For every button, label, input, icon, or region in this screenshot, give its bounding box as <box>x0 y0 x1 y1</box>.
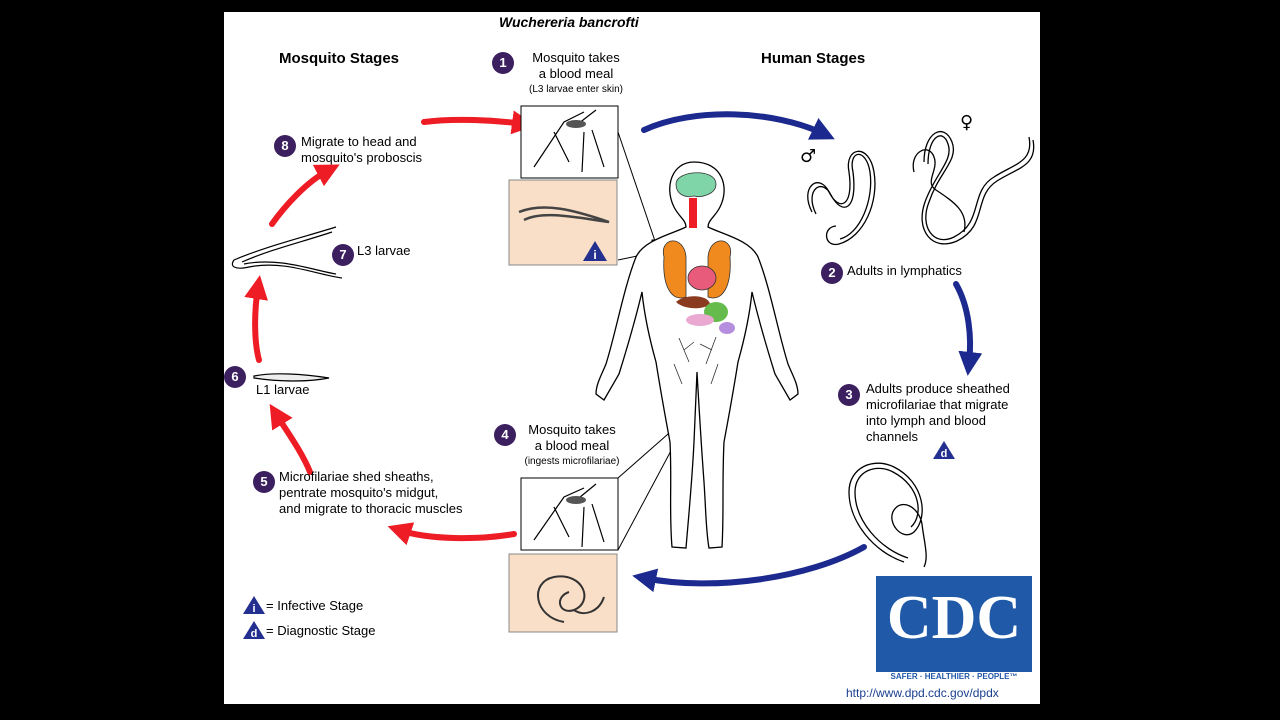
diagram-graphics <box>231 105 1035 684</box>
body-organs <box>662 172 735 385</box>
l3-larva <box>231 226 343 279</box>
cdc-logo <box>876 576 1032 684</box>
source-url: http://www.dpd.cdc.gov/dpdx <box>846 686 999 700</box>
legend-diagnostic-letter: d <box>251 628 258 640</box>
sheathed-microfilaria <box>848 462 927 568</box>
inset-mosquito-biting-1 <box>520 105 619 179</box>
step-3-label: Adults produce sheathed microfilariae th… <box>866 381 1010 445</box>
step-8-label: Migrate to head and mosquito's proboscis <box>301 134 422 166</box>
inset-infective-letter: i <box>593 248 596 262</box>
step-4-badge: 4 <box>494 424 516 446</box>
step-3-diagnostic-letter: d <box>941 448 948 460</box>
step-3-badge: 3 <box>838 384 860 406</box>
step-2-label: Adults in lymphatics <box>847 263 962 278</box>
human-cycle-arrows <box>632 111 983 593</box>
step-3-line-1: Adults produce sheathed <box>866 381 1010 396</box>
diagnostic-stage-icon: d <box>243 621 265 640</box>
step-1-line-1: Mosquito takes <box>532 50 620 65</box>
human-body <box>595 161 799 549</box>
inset-infective-marker: i <box>583 241 607 262</box>
mosquito-cycle-arrows <box>244 110 536 546</box>
life-cycle-diagram: Wuchereria bancrofti Mosquito Stages Hum… <box>224 12 1040 704</box>
step-4-note: (ingests microfilariae) <box>524 456 620 467</box>
legend-diagnostic-label: = Diagnostic Stage <box>266 623 376 638</box>
cdc-logo-tagline: SAFER · HEALTHIER · PEOPLE™ <box>890 672 1018 681</box>
step-5-line-3: and migrate to thoracic muscles <box>279 501 463 516</box>
step-5-line-1: Microfilariae shed sheaths, <box>279 469 434 484</box>
legend-infective-label: = Infective Stage <box>266 598 364 613</box>
step-2-badge: 2 <box>821 262 843 284</box>
step-5-line-2: pentrate mosquito's midgut, <box>279 485 439 500</box>
human-stages-header: Human Stages <box>761 50 866 67</box>
male-symbol: ♂ <box>800 146 817 167</box>
step-8-badge: 8 <box>274 135 296 157</box>
step-5-badge: 5 <box>253 471 275 493</box>
step-6-badge: 6 <box>224 366 246 388</box>
infective-stage-icon: i <box>243 596 265 615</box>
step-3-line-3: into lymph and blood <box>866 413 986 428</box>
step-5-label: Microfilariae shed sheaths, pentrate mos… <box>279 469 463 517</box>
step-1-line-2: a blood meal <box>538 66 614 81</box>
female-symbol: ♀ <box>960 112 974 133</box>
l1-larva <box>253 373 330 382</box>
mosquito-stages-header: Mosquito Stages <box>279 50 400 67</box>
step-1-badge: 1 <box>492 52 514 74</box>
inset-microfilaria <box>508 553 618 633</box>
step-6-label: L1 larvae <box>256 382 310 397</box>
step-1-label: Mosquito takes a blood meal (L3 larvae e… <box>516 50 636 98</box>
step-3-diagnostic-marker: d <box>933 441 955 460</box>
step-3-line-4: channels <box>866 429 919 444</box>
cdc-logo-text: CDC <box>886 584 1022 652</box>
diagram-title: Wuchereria bancrofti <box>499 14 639 30</box>
step-1-note: (L3 larvae enter skin) <box>529 84 623 95</box>
step-7-badge: 7 <box>332 244 354 266</box>
step-4-label: Mosquito takes a blood meal (ingests mic… <box>514 422 630 470</box>
adult-worms <box>807 130 1035 246</box>
step-3-line-2: microfilariae that migrate <box>866 397 1009 412</box>
step-4-line-1: Mosquito takes <box>528 422 616 437</box>
step-8-line-2: mosquito's proboscis <box>301 150 422 165</box>
legend-infective-letter: i <box>252 603 255 615</box>
step-4-line-2: a blood meal <box>534 438 610 453</box>
step-7-label: L3 larvae <box>357 243 411 258</box>
step-8-line-1: Migrate to head and <box>301 134 417 149</box>
inset-mosquito-biting-2 <box>520 477 619 551</box>
